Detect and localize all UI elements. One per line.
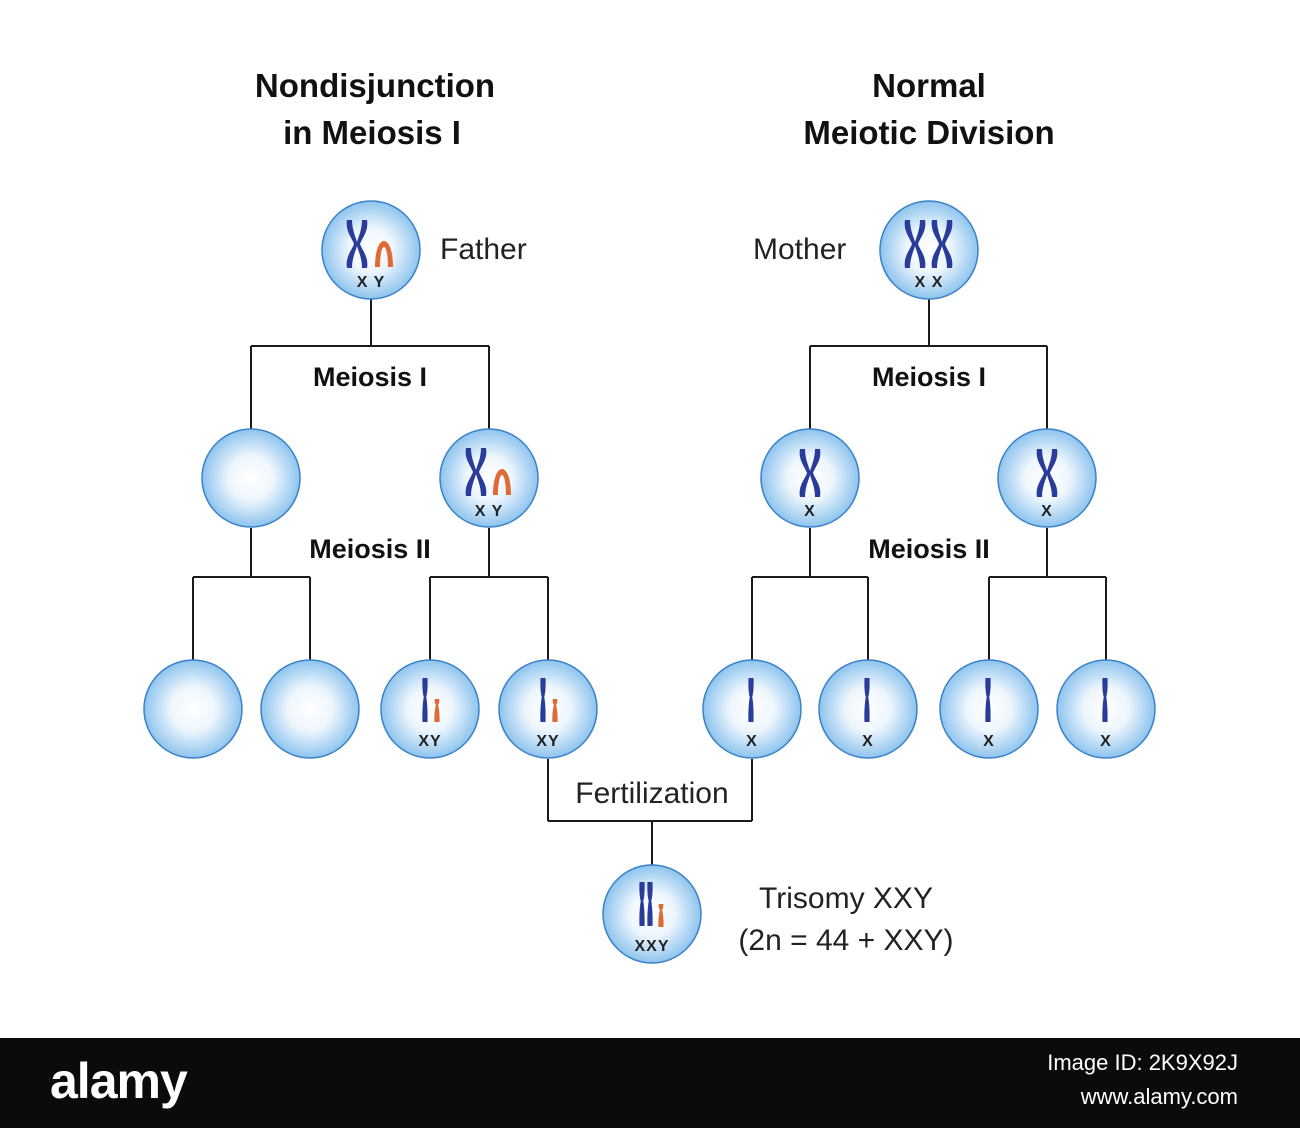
mother-meiosis-i-chromosome-label: X bbox=[1041, 503, 1053, 520]
source-url: www.alamy.com bbox=[1080, 1084, 1238, 1109]
meiosis-i-label-right: Meiosis I bbox=[872, 362, 986, 392]
image-id: Image ID: 2K9X92J bbox=[1047, 1050, 1238, 1075]
father-meiosis-i-cell-empty bbox=[201, 428, 301, 528]
meiosis-diagram: Nondisjunction in Meiosis I Normal Meiot… bbox=[143, 67, 1156, 964]
left-title-line1: Nondisjunction bbox=[255, 67, 495, 104]
trisomy-label: Trisomy XXY bbox=[759, 882, 933, 915]
meiosis-i-label-left: Meiosis I bbox=[313, 362, 427, 392]
father-meiosis-i-chromosome-label: X Y bbox=[475, 503, 504, 520]
mother-chromosome-label: X X bbox=[915, 274, 944, 291]
mother-tree-lines bbox=[751, 298, 1107, 660]
father-label: Father bbox=[440, 233, 527, 266]
right-title-line1: Normal bbox=[872, 67, 986, 104]
right-title-line2: Meiotic Division bbox=[803, 114, 1054, 151]
father-chromosome-label: X Y bbox=[357, 274, 386, 291]
y-chromosome-single-icon bbox=[434, 699, 440, 722]
mother-gamete-3: X bbox=[939, 659, 1039, 759]
mother-gamete-4: X bbox=[1056, 659, 1156, 759]
father-cell: X Y bbox=[321, 200, 421, 300]
meiosis-ii-label-left: Meiosis II bbox=[309, 534, 431, 564]
y-chromosome-single-icon bbox=[658, 904, 664, 927]
zygote-cell: XXY bbox=[602, 864, 702, 964]
father-gamete-chromosome-label: XY bbox=[418, 733, 441, 750]
mother-gamete-chromosome-label: X bbox=[1100, 733, 1112, 750]
mother-meiosis-i-cell-1: X bbox=[760, 428, 860, 528]
father-gamete-3: XY bbox=[380, 659, 480, 759]
zygote-chromosome-label: XXY bbox=[634, 938, 669, 955]
mother-gamete-1: X bbox=[702, 659, 802, 759]
fertilization-label: Fertilization bbox=[575, 777, 728, 810]
mother-meiosis-i-cell-2: X bbox=[997, 428, 1097, 528]
fertilization-lines bbox=[547, 759, 753, 867]
y-chromosome-single-icon bbox=[552, 699, 558, 722]
karyotype-label: (2n = 44 + XXY) bbox=[738, 924, 953, 957]
father-gamete-2 bbox=[260, 659, 360, 759]
alamy-logo: alamy bbox=[50, 1053, 188, 1109]
mother-cell: X X bbox=[879, 200, 979, 300]
father-gamete-4: XY bbox=[498, 659, 598, 759]
mother-meiosis-i-chromosome-label: X bbox=[804, 503, 816, 520]
father-gamete-chromosome-label: XY bbox=[536, 733, 559, 750]
mother-gamete-chromosome-label: X bbox=[746, 733, 758, 750]
mother-label: Mother bbox=[753, 233, 846, 266]
father-meiosis-i-cell-xy: X Y bbox=[439, 428, 539, 528]
meiosis-ii-label-right: Meiosis II bbox=[868, 534, 990, 564]
mother-gamete-chromosome-label: X bbox=[983, 733, 995, 750]
mother-gamete-chromosome-label: X bbox=[862, 733, 874, 750]
father-gamete-1 bbox=[143, 659, 243, 759]
watermark-footer: alamy Image ID: 2K9X92J www.alamy.com bbox=[0, 1038, 1300, 1128]
mother-gamete-2: X bbox=[818, 659, 918, 759]
father-tree-lines bbox=[192, 298, 549, 660]
left-title-line2: in Meiosis I bbox=[283, 114, 461, 151]
